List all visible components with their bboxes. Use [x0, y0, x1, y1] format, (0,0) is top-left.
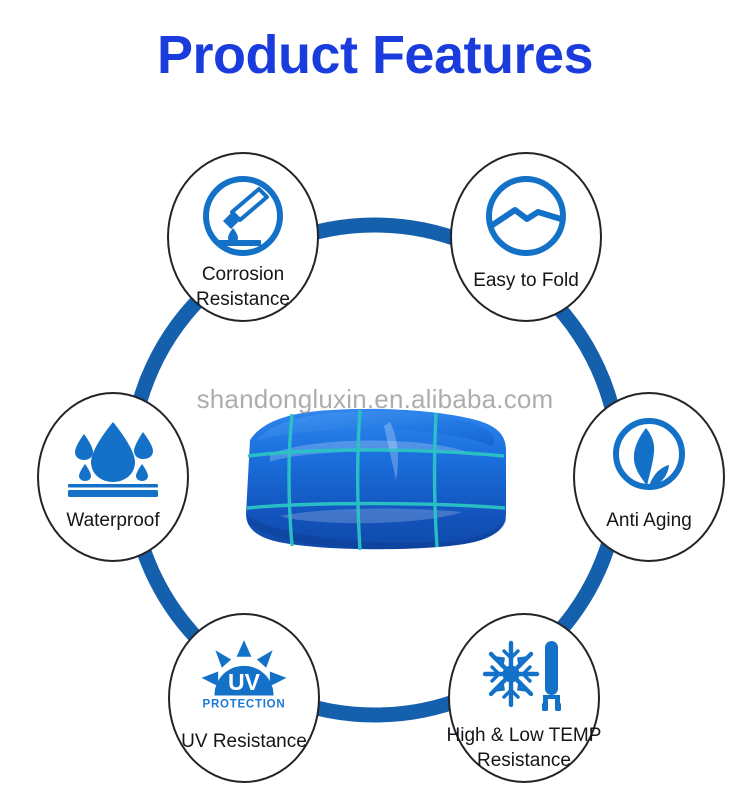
svg-text:UV: UV	[228, 669, 261, 695]
feature-label: Corrosion Resistance	[196, 264, 290, 310]
page-title: Product Features	[156, 25, 594, 85]
feature-easy-to-fold[interactable]: Easy to Fold	[450, 152, 602, 322]
water-droplets-surface-icon	[65, 410, 161, 502]
feature-label: Anti Aging	[606, 510, 692, 531]
feature-corrosion-resistance[interactable]: Corrosion Resistance	[167, 152, 319, 322]
product-image	[240, 404, 512, 552]
corrosion-test-tube-icon	[195, 170, 291, 262]
fold-zigzag-circle-icon	[478, 170, 574, 262]
feature-label: Waterproof	[66, 510, 160, 531]
svg-text:PROTECTION: PROTECTION	[203, 698, 286, 710]
feature-high-low-temp-resistance[interactable]: High & Low TEMP Resistance	[447, 613, 601, 783]
feature-label: High & Low TEMP Resistance	[446, 725, 602, 771]
feature-uv-resistance[interactable]: UV PROTECTION UV Resistance	[168, 613, 320, 783]
snowflake-thermometer-icon	[476, 631, 572, 723]
feature-label: Easy to Fold	[473, 270, 579, 291]
leaf-sprout-circle-icon	[601, 410, 697, 502]
uv-protection-sun-icon: UV PROTECTION	[196, 631, 292, 723]
feature-anti-aging[interactable]: Anti Aging	[573, 392, 725, 562]
feature-waterproof[interactable]: Waterproof	[37, 392, 189, 562]
feature-label: UV Resistance	[181, 731, 307, 752]
